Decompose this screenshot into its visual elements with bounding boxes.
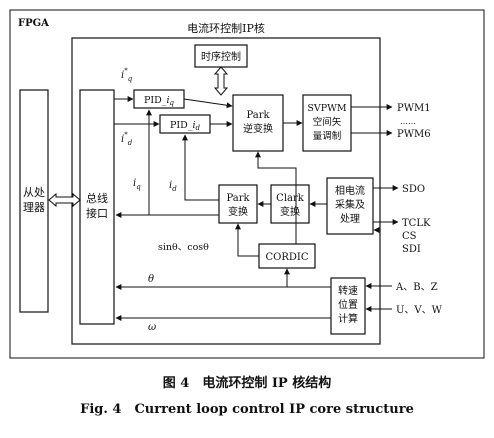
timing-arrow bbox=[213, 66, 229, 96]
id-signal: id bbox=[169, 180, 177, 193]
park-label-2: 变换 bbox=[228, 205, 248, 218]
id-feedback bbox=[182, 134, 219, 201]
park-inverse-label-1: Park bbox=[246, 110, 270, 121]
connections bbox=[114, 96, 399, 321]
pid-iq-out bbox=[183, 98, 233, 109]
clark-label-1: Clark bbox=[276, 193, 305, 204]
svpwm-label-1: SVPWM bbox=[307, 103, 347, 114]
park-inverse-label-2: 逆变换 bbox=[243, 122, 273, 135]
slave-processor-label-2: 理器 bbox=[23, 201, 45, 214]
speed-position-label-2: 位置 bbox=[338, 298, 358, 311]
fpga-boundary bbox=[9, 9, 485, 359]
bus-interface-label-2: 接口 bbox=[86, 207, 108, 220]
current-sampling-block bbox=[326, 177, 374, 235]
pwm-dots: …… bbox=[400, 117, 416, 126]
fpga-label: FPGA bbox=[18, 18, 49, 29]
theta-signal: θ bbox=[148, 274, 154, 285]
timing-control-label: 时序控制 bbox=[201, 50, 241, 63]
svpwm-block bbox=[302, 94, 352, 152]
uvw-port: U、V、W bbox=[396, 305, 443, 316]
cs-port: CS bbox=[402, 231, 417, 242]
park-block bbox=[218, 184, 258, 224]
sincos-signal: sinθ、cosθ bbox=[158, 242, 209, 253]
bus-interface-label-1: 总线 bbox=[86, 191, 108, 205]
slave-processor-label-1: 从处 bbox=[23, 186, 45, 199]
current-sampling-label-3: 处理 bbox=[340, 213, 360, 225]
cordic-to-park-inverse bbox=[255, 151, 297, 244]
speed-position-label-1: 转速 bbox=[338, 284, 358, 297]
bidirectional-bus-arrow bbox=[48, 192, 81, 208]
slave-processor-block bbox=[19, 89, 49, 313]
iq-ref-signal: i*q bbox=[121, 67, 133, 83]
ip-core-boundary bbox=[71, 37, 381, 345]
caption-english: Fig. 4 Current loop control IP core stru… bbox=[80, 402, 414, 417]
current-sampling-label-1: 相电流 bbox=[335, 184, 365, 197]
pid-id-label: PID_id bbox=[170, 120, 201, 132]
clark-label-2: 变换 bbox=[280, 205, 300, 218]
id-ref-signal: i*d bbox=[121, 131, 133, 147]
svpwm-label-2: 空间矢 bbox=[313, 116, 342, 128]
sdi-port: SDI bbox=[402, 244, 421, 255]
sdo-port: SDO bbox=[402, 184, 425, 195]
current-sampling-label-2: 采集及 bbox=[335, 198, 365, 211]
iq-signal: iq bbox=[133, 178, 141, 191]
speed-position-label-3: 计算 bbox=[338, 312, 358, 325]
cordic-label: CORDIC bbox=[266, 252, 309, 263]
speed-position-block bbox=[330, 277, 366, 335]
ip-core-title: 电流环控制IP核 bbox=[187, 21, 265, 35]
pwm1-port: PWM1 bbox=[397, 103, 431, 114]
park-inverse-block bbox=[232, 94, 284, 152]
pid-iq-label: PID_iq bbox=[144, 95, 175, 107]
tclk-port: TCLK bbox=[402, 218, 431, 229]
cordic-to-park bbox=[235, 223, 259, 257]
svpwm-label-3: 量调制 bbox=[313, 130, 342, 142]
park-label-1: Park bbox=[226, 193, 250, 204]
omega-signal: ω bbox=[148, 322, 156, 333]
caption-chinese: 图 4 电流环控制 IP 核结构 bbox=[162, 376, 332, 391]
pwm6-port: PWM6 bbox=[397, 129, 431, 140]
bus-interface-block bbox=[79, 89, 115, 325]
abz-port: A、B、Z bbox=[395, 282, 438, 293]
